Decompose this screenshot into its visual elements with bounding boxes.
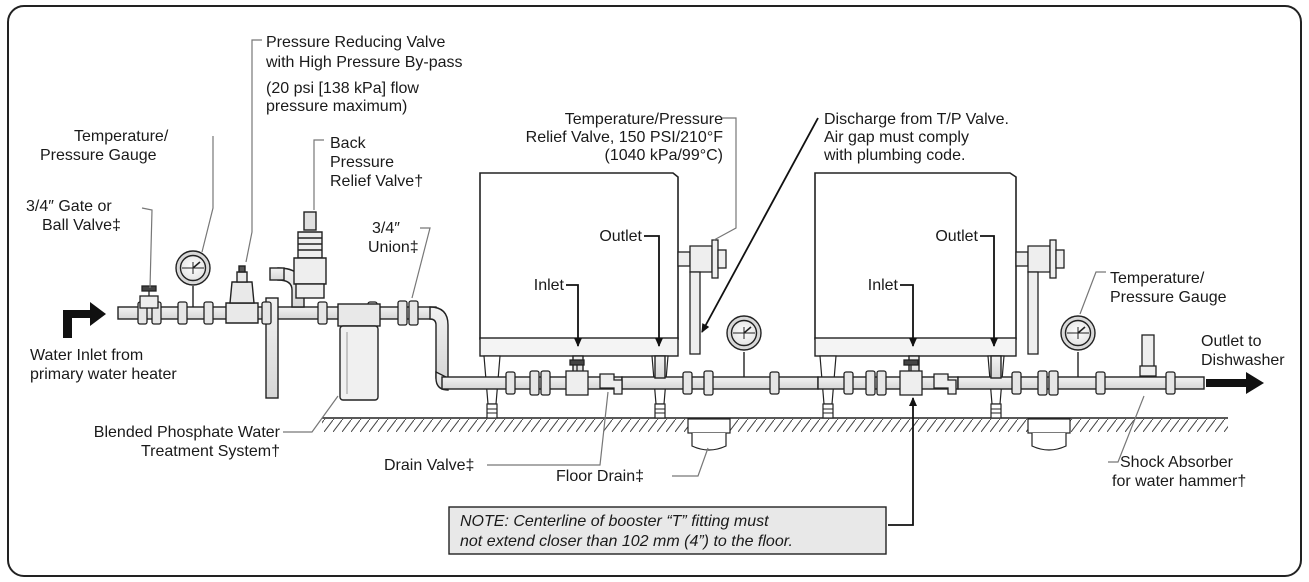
drain-valve-2: [899, 359, 957, 396]
booster-heater-1: [479, 172, 679, 419]
note-text-1: NOTE: Centerline of booster “T” fitting …: [460, 513, 769, 530]
label-tp-relief-2: Relief Valve, 150 PSI/210°F: [526, 129, 724, 146]
back-pressure-relief-valve: [293, 211, 327, 299]
label-water-inlet-1: Water Inlet from: [30, 347, 143, 364]
label-prv-2: with High Pressure By-pass: [265, 54, 463, 71]
label-shock-2: for water hammer†: [1112, 473, 1246, 490]
water-inlet-arrow-icon: [63, 302, 106, 338]
label-gauge-right-1: Temperature/: [1110, 270, 1205, 287]
label-union-2: Union‡: [368, 239, 419, 256]
label-back-pressure-1: Back: [330, 135, 367, 152]
label-shock-1: Shock Absorber: [1120, 454, 1234, 471]
shock-absorber: [1139, 334, 1157, 377]
label-phosphate-2: Treatment System†: [141, 443, 280, 460]
outlet-1-arrow-icon: [644, 235, 663, 347]
note-box: [448, 506, 887, 555]
pressure-reducing-valve: [225, 265, 259, 324]
label-gauge-left-2: Pressure Gauge: [40, 147, 157, 164]
gate-valve: [139, 285, 159, 309]
label-drain-valve: Drain Valve‡: [384, 457, 474, 474]
label-water-inlet-2: primary water heater: [30, 366, 177, 383]
label-discharge-1: Discharge from T/P Valve.: [824, 111, 1009, 128]
gauge-icon-middle-1: [726, 315, 762, 377]
outlet-arrow-icon: [1206, 372, 1264, 394]
outlet-2-arrow-icon: [980, 235, 998, 347]
tp-relief-valve-2: [1015, 239, 1065, 355]
discharge-arrow-icon: [701, 117, 819, 333]
label-phosphate-1: Blended Phosphate Water: [94, 424, 281, 441]
note-text-2: not extend closer than 102 mm (4”) to th…: [460, 533, 793, 550]
label-prv-3: (20 psi [138 kPa] flow: [266, 80, 419, 97]
label-tp-relief-3: (1040 kPa/99°C): [605, 147, 723, 164]
pipe-fittings: [137, 300, 1176, 396]
inlet-2-arrow-icon: [900, 284, 917, 347]
label-gate-valve-1: 3/4″ Gate or: [26, 198, 112, 215]
floor-drain-2: [1027, 418, 1071, 451]
gauge-icon-middle-2: [1060, 315, 1096, 377]
labels: Pressure Reducing Valve with High Pressu…: [26, 34, 1285, 550]
label-tp-relief-1: Temperature/Pressure: [565, 111, 723, 128]
leader-lines: [141, 39, 1145, 477]
note-arrow-icon: [888, 397, 917, 526]
pointer-arrows: [566, 117, 998, 526]
gauge-icon-left: [175, 250, 211, 307]
phosphate-treatment-system: [337, 303, 381, 401]
label-prv-1: Pressure Reducing Valve: [266, 34, 445, 51]
floor-drain-1: [687, 418, 731, 451]
drain-valve-1: [565, 359, 623, 396]
label-back-pressure-2: Pressure: [330, 154, 394, 171]
label-gauge-left-1: Temperature/: [74, 128, 169, 145]
label-union-1: 3/4″: [372, 220, 400, 237]
tp-relief-valve-1: [677, 239, 727, 355]
label-discharge-2: Air gap must comply: [824, 129, 969, 146]
label-gauge-right-2: Pressure Gauge: [1110, 289, 1227, 306]
label-inlet-2: Inlet: [868, 277, 899, 294]
label-discharge-3: with plumbing code.: [823, 147, 965, 164]
label-inlet-1: Inlet: [534, 277, 565, 294]
floor: [322, 417, 1228, 432]
label-floor-drain: Floor Drain‡: [556, 468, 644, 485]
label-outlet-dishwasher-2: Dishwasher: [1201, 352, 1285, 369]
label-gate-valve-2: Ball Valve‡: [42, 217, 121, 234]
label-outlet-2: Outlet: [935, 228, 978, 245]
inlet-1-arrow-icon: [566, 284, 582, 347]
label-back-pressure-3: Relief Valve†: [330, 173, 423, 190]
label-outlet-dishwasher-1: Outlet to: [1201, 333, 1262, 350]
label-prv-4: pressure maximum): [266, 98, 407, 115]
label-outlet-1: Outlet: [599, 228, 642, 245]
